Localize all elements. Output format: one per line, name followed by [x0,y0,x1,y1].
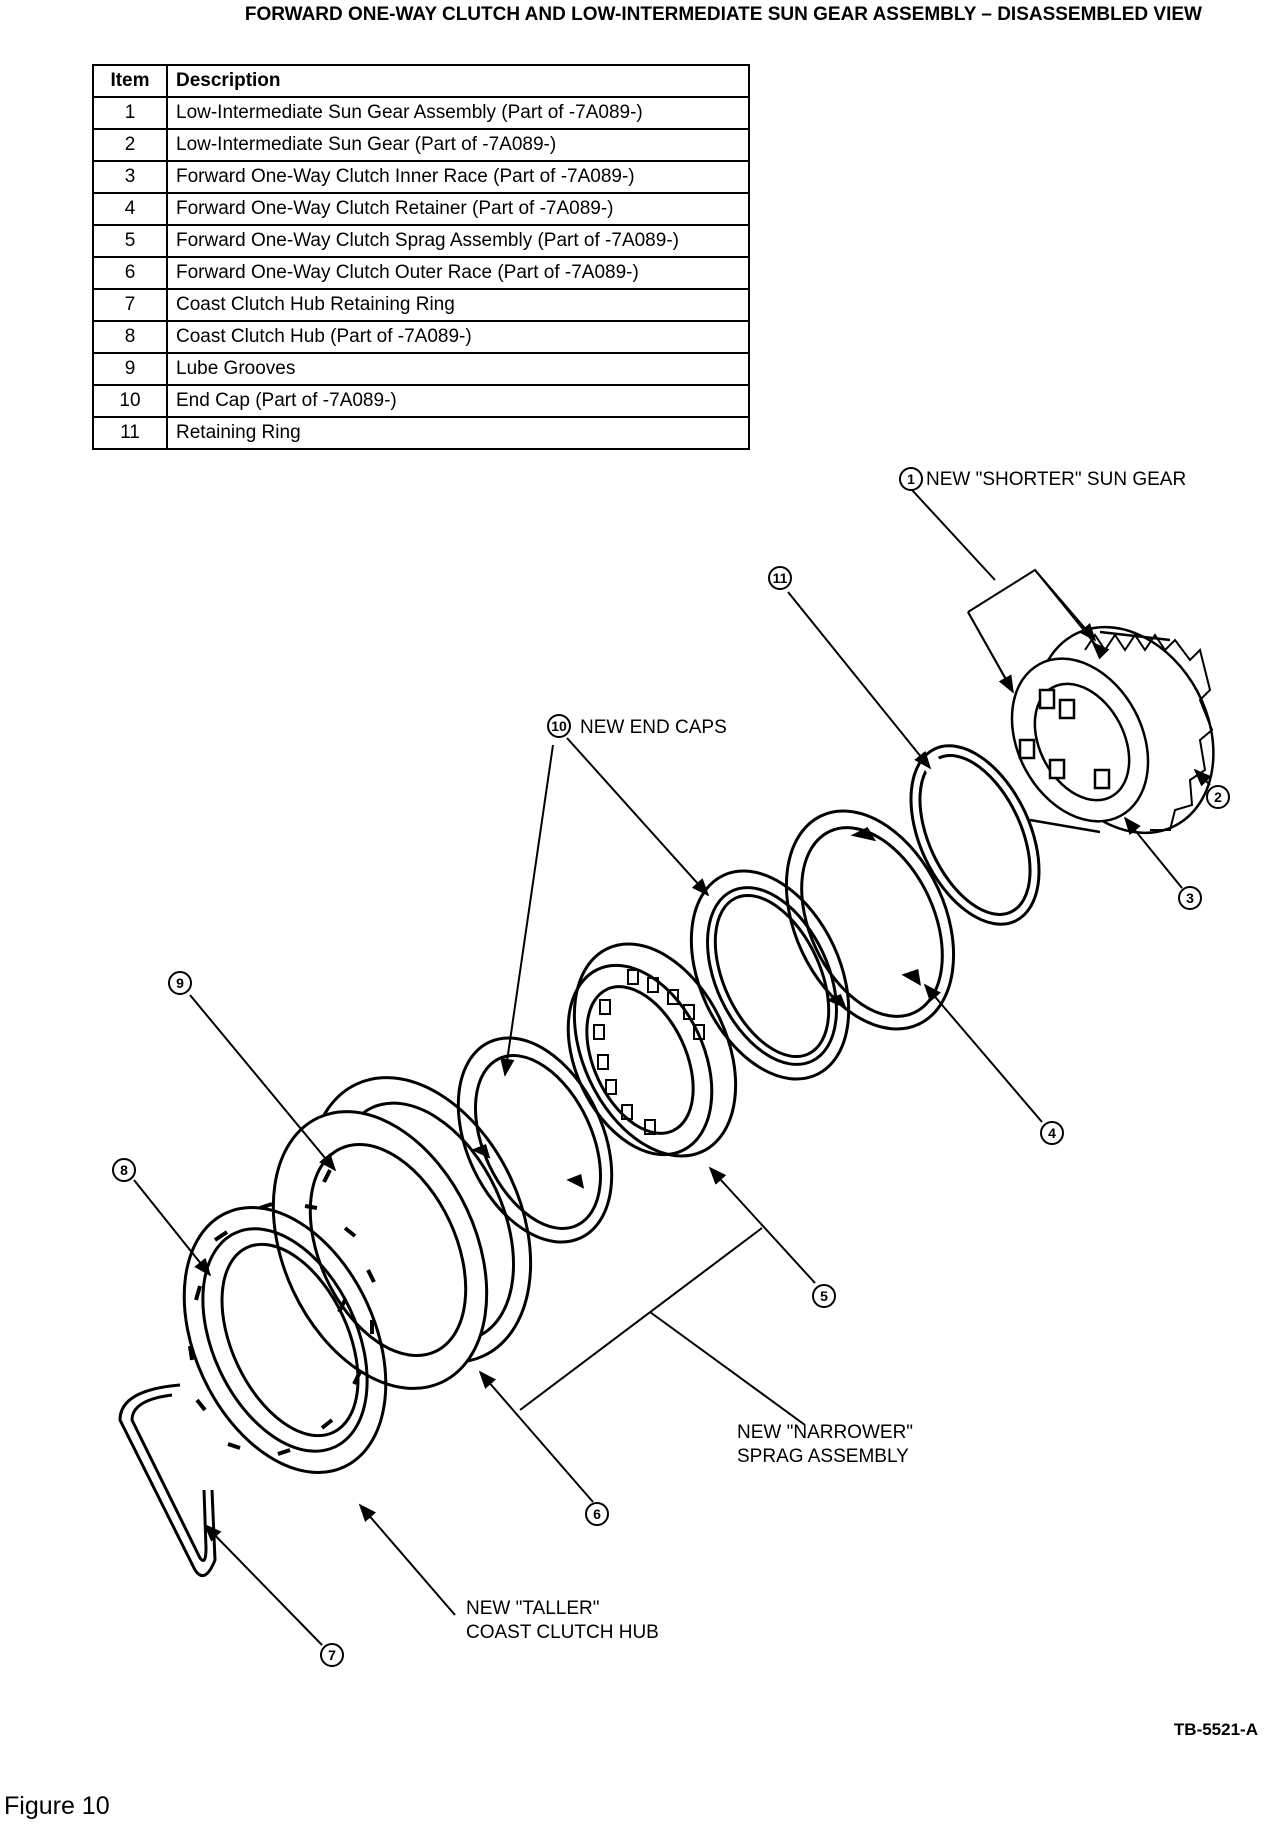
item-number: 1 [92,96,168,130]
svg-text:10: 10 [551,718,567,734]
item-number: 11 [92,416,168,450]
item-description: Retaining Ring [166,416,750,450]
tb-reference: TB-5521-A [1173,1720,1258,1739]
end-cap-lower [456,1036,614,1244]
item-number: 9 [92,352,168,386]
item-number: 3 [92,160,168,194]
badge-7: 7 [320,1643,344,1667]
item-description: Low-Intermediate Sun Gear Assembly (Part… [166,96,750,130]
svg-text:7: 7 [328,1647,336,1663]
svg-text:8: 8 [120,1162,128,1178]
badge-6: 6 [585,1502,609,1526]
coast-clutch-hub [182,1202,388,1474]
item-description: Coast Clutch Hub (Part of -7A089-) [166,320,750,354]
item-description: Coast Clutch Hub Retaining Ring [166,288,750,322]
callout-taller-line2: COAST CLUTCH HUB [466,1622,659,1643]
item-number: 6 [92,256,168,290]
svg-text:11: 11 [773,570,788,586]
badge-1: 1 [899,467,923,491]
item-description: Lube Grooves [166,352,750,386]
badge-3: 3 [1178,886,1202,910]
sprag-assembly [566,942,738,1158]
badge-5: 5 [812,1284,836,1308]
svg-text:5: 5 [820,1288,828,1304]
svg-text:2: 2 [1214,789,1222,805]
item-number: 10 [92,384,168,418]
item-description: Low-Intermediate Sun Gear (Part of -7A08… [166,128,750,162]
callout-end-caps: NEW END CAPS [580,717,727,738]
outer-race [271,1076,533,1390]
header-description: Description [166,64,750,98]
callout-taller-line1: NEW "TALLER" [466,1598,600,1619]
item-description: End Cap (Part of -7A089-) [166,384,750,418]
table-header-row: Item Description [92,64,750,98]
badge-8: 8 [112,1158,136,1182]
svg-text:6: 6 [593,1506,601,1522]
item-number: 7 [92,288,168,322]
figure-caption: Figure 10 [4,1792,110,1820]
clutch-retainer [784,809,956,1031]
badge-10: 10 [547,714,571,738]
item-description: Forward One-Way Clutch Outer Race (Part … [166,256,750,290]
header-item: Item [92,64,168,98]
end-cap-upper [689,869,851,1081]
item-description: Forward One-Way Clutch Inner Race (Part … [166,160,750,194]
item-description: Forward One-Way Clutch Retainer (Part of… [166,192,750,226]
badge-9: 9 [168,971,192,995]
badge-11: 11 [768,566,792,590]
item-description: Forward One-Way Clutch Sprag Assembly (P… [166,224,750,258]
badge-4: 4 [1040,1121,1064,1145]
callout-narrower-line2: SPRAG ASSEMBLY [737,1446,909,1467]
svg-text:3: 3 [1186,890,1194,906]
svg-text:1: 1 [907,471,915,487]
callout-narrower-line1: NEW "NARROWER" [737,1422,913,1443]
item-badges: 1 2 3 4 5 6 7 8 9 10 11 [112,467,1230,1667]
item-number: 5 [92,224,168,258]
leader-lines [133,489,1212,1646]
item-number: 8 [92,320,168,354]
svg-text:4: 4 [1048,1125,1056,1141]
item-number: 4 [92,192,168,226]
callout-shorter-sun-gear: NEW "SHORTER" SUN GEAR [926,469,1186,490]
page-title: FORWARD ONE-WAY CLUTCH AND LOW-INTERMEDI… [244,4,1202,25]
item-number: 2 [92,128,168,162]
sun-gear-assembly [1010,625,1215,835]
hub-retaining-ring [118,1383,217,1578]
badge-2: 2 [1206,785,1230,809]
svg-text:9: 9 [176,975,184,991]
